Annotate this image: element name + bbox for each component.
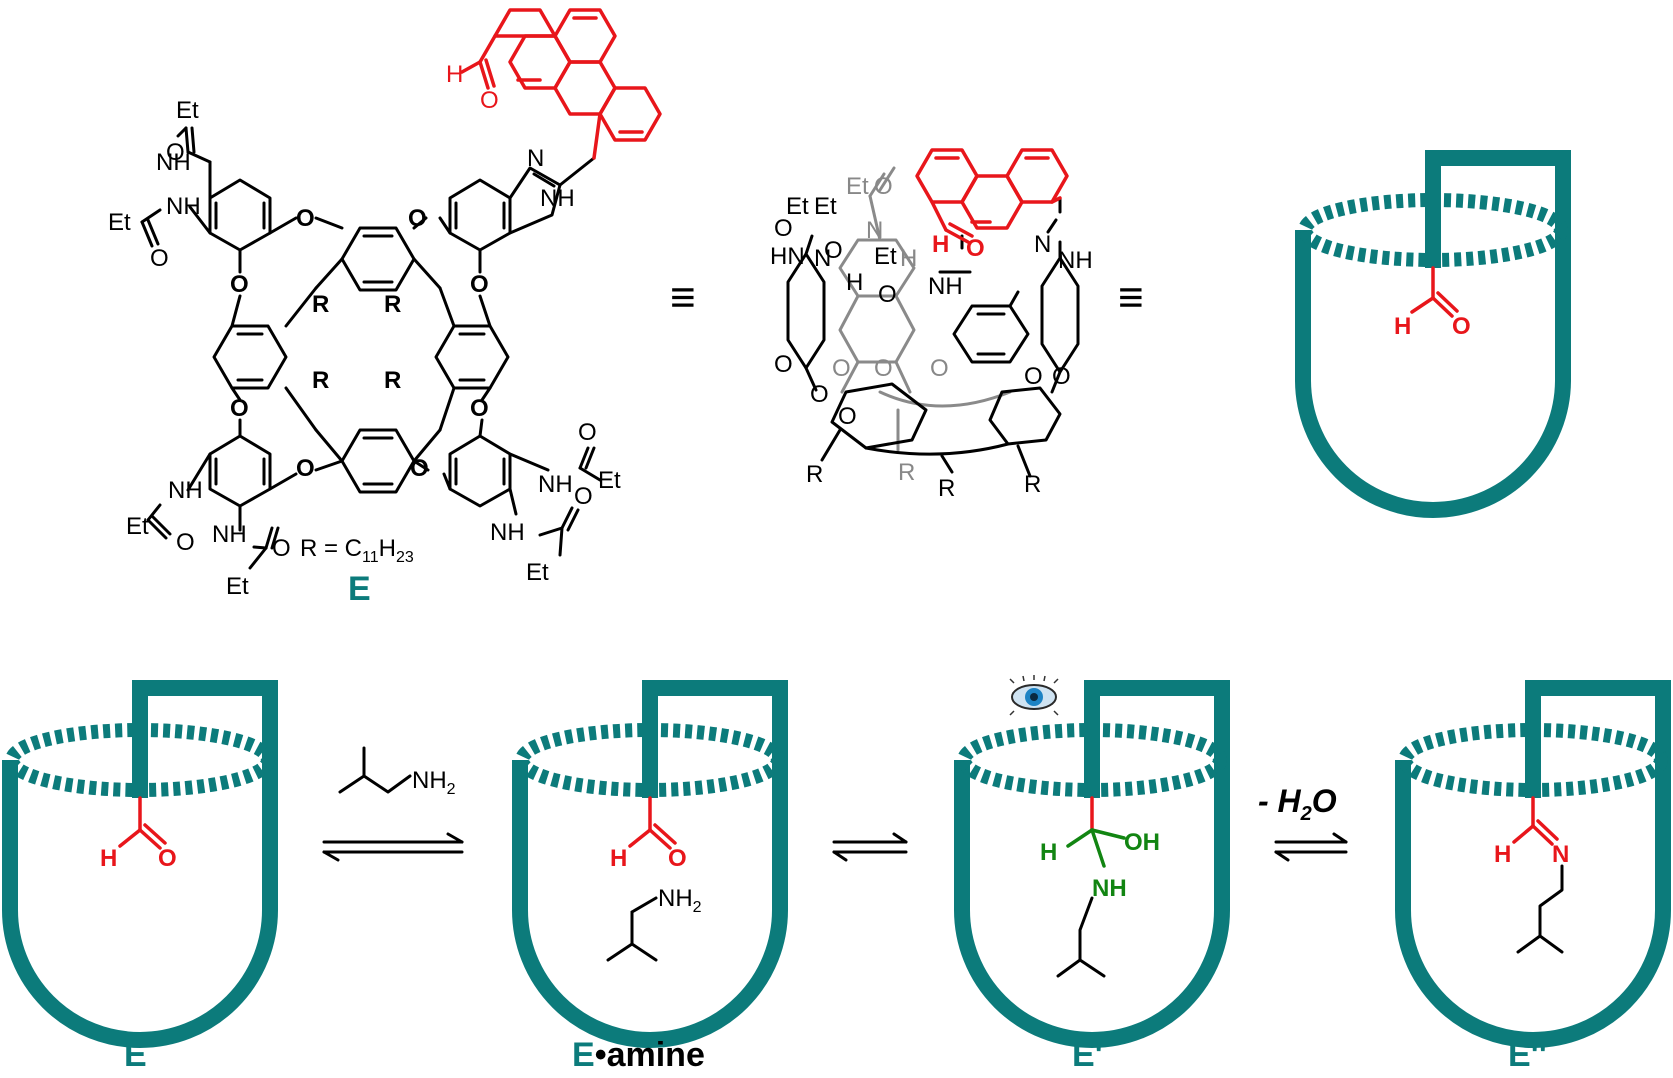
aldehyde-h-label: H (1394, 313, 1411, 340)
n-label: N (814, 245, 831, 272)
r-label: R (384, 291, 401, 318)
amine-nh2-label: NH2 (412, 767, 456, 798)
o-label: O (774, 215, 793, 242)
minus-water-label: - H2O (1258, 783, 1337, 825)
o-label: O (296, 455, 315, 482)
cavitand-cartoon-top: H O (1303, 150, 1563, 510)
cavitand-3d-structure: Et O N H O O O R Et Et O HN N O Et H O N… (770, 148, 1093, 502)
nh-label: NH (156, 149, 191, 176)
equilibrium-arrow (1274, 832, 1348, 862)
aldehyde-o-label: O (158, 845, 177, 872)
h-label: H (846, 269, 863, 296)
hemiaminal-oh-label: OH (1124, 829, 1160, 856)
aldehyde-o-label: O (480, 87, 499, 114)
r-definition: R = C11H23 (300, 535, 414, 566)
equilibrium-arrow (322, 832, 464, 862)
et-label: Et (126, 513, 149, 540)
nh-label: NH (490, 519, 525, 546)
n-label: N (527, 145, 544, 172)
nh-label: NH (166, 193, 201, 220)
et-label: Et (786, 193, 809, 220)
o-label: O (408, 205, 427, 232)
o-label: O (578, 419, 597, 446)
o-label: O (1024, 363, 1043, 390)
o-label: O (470, 395, 489, 422)
et-label: Et (176, 97, 199, 124)
eye-icon (1009, 675, 1059, 716)
aldehyde-o-label: O (966, 235, 985, 262)
cavitand-structure-e: Et NH NH Et O O NH Et O NH O Et NH O Et … (108, 8, 662, 608)
r-label: R (384, 367, 401, 394)
o-label: O (230, 271, 249, 298)
et-label: Et (598, 467, 621, 494)
nh-label: NH (540, 185, 575, 212)
n-label: N (866, 217, 883, 244)
r-label: R (806, 461, 823, 488)
nh-label: NH (538, 471, 573, 498)
r-label: R (312, 291, 329, 318)
nh-label: NH (168, 477, 203, 504)
aldehyde-o-label: O (1452, 313, 1471, 340)
o-label: O (470, 271, 489, 298)
n-label: N (1034, 231, 1051, 258)
equilibrium-arrow (832, 832, 908, 862)
o-label: O (176, 529, 195, 556)
et-label: Et (226, 573, 249, 600)
equivalence-symbol: ≡ (1118, 273, 1144, 322)
equivalence-symbol: ≡ (670, 273, 696, 322)
aldehyde-o-label: O (668, 845, 687, 872)
nh-label: NH (212, 521, 247, 548)
o-label: O (874, 355, 893, 382)
o-label: O (774, 351, 793, 378)
r-label: R (938, 475, 955, 502)
imine-h-label: H (1494, 841, 1511, 868)
o-label: O (410, 455, 429, 482)
o-label: O (832, 355, 851, 382)
o-label: O (930, 355, 949, 382)
r-label: R (312, 367, 329, 394)
o-label: O (296, 205, 315, 232)
et-label: Et (814, 193, 837, 220)
o-label: O (166, 139, 185, 166)
cavitand-cartoon-e-prime: H OH NH (962, 675, 1222, 1040)
cavitand-cartoon-e: H O (10, 680, 270, 1040)
isobutylamine-reagent: NH2 (338, 746, 456, 798)
label-e: E (124, 1036, 147, 1074)
o-label: O (150, 245, 169, 272)
label-e-prime: E' (1072, 1036, 1103, 1074)
o-label: O (810, 381, 829, 408)
cavitand-cartoon-e-double-prime: H N (1403, 680, 1663, 1040)
et-label: Et (874, 243, 897, 270)
et-label: Et (846, 173, 869, 200)
r-label: R (898, 459, 915, 486)
o-label: O (574, 483, 593, 510)
imine-n-label: N (1552, 841, 1569, 868)
o-label: O (272, 535, 291, 562)
o-label: O (230, 395, 249, 422)
et-label: Et (108, 209, 131, 236)
hemiaminal-nh-label: NH (1092, 875, 1127, 902)
h-label: H (900, 245, 917, 272)
o-label: O (1052, 363, 1071, 390)
aldehyde-h-label: H (446, 61, 463, 88)
nh-label: NH (1058, 247, 1093, 274)
label-e-double-prime: E'' (1508, 1036, 1547, 1074)
et-label: Et (526, 559, 549, 586)
o-label: O (824, 237, 843, 264)
o-label: O (874, 173, 893, 200)
nh-label: NH (928, 273, 963, 300)
compound-label-e: E (348, 570, 371, 608)
hn-label: HN (770, 243, 805, 270)
r-label: R (1024, 471, 1041, 498)
aldehyde-h-label: H (932, 231, 949, 258)
o-label: O (878, 281, 897, 308)
cavitand-cartoon-e-amine: H O NH2 (520, 680, 780, 1040)
o-label: O (838, 403, 857, 430)
label-e-amine: E•amine (572, 1036, 705, 1074)
hemiaminal-h-label: H (1040, 839, 1057, 866)
aldehyde-h-label: H (610, 845, 627, 872)
aldehyde-h-label: H (100, 845, 117, 872)
amine-nh2-label: NH2 (658, 885, 702, 916)
